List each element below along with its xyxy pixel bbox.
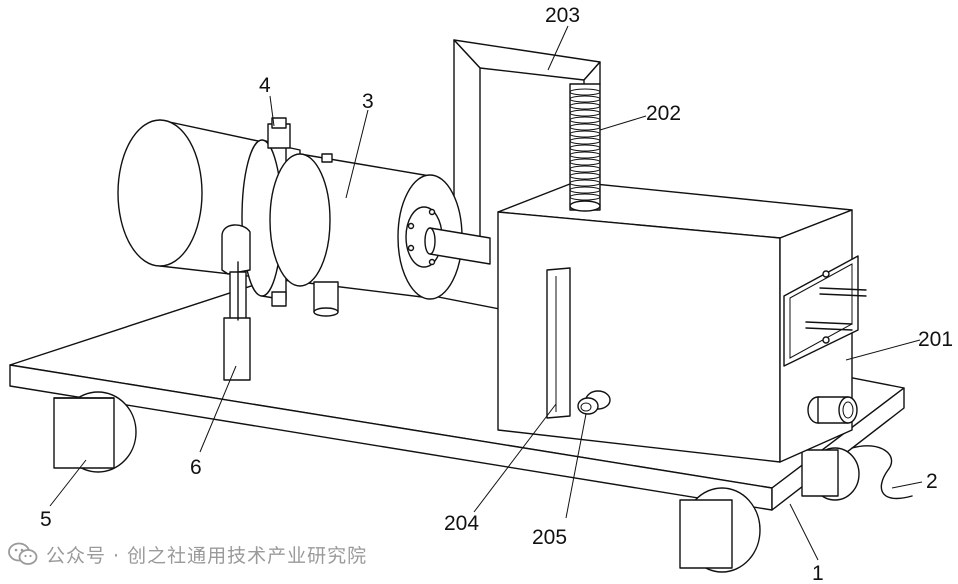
- bellows-rib: [569, 151, 601, 159]
- label-5: 5: [40, 508, 52, 531]
- label-1: 1: [812, 562, 824, 584]
- bellows-rib: [569, 116, 601, 124]
- label-203: 203: [545, 4, 580, 27]
- wechat-icon: [8, 542, 38, 565]
- watermark-text: 公众号 · 创之社通用技术产业研究院: [46, 544, 368, 567]
- motor-assembly: [117, 117, 491, 317]
- bellows-rib: [569, 186, 601, 194]
- leader-lines: [49, 25, 923, 561]
- bellows: [569, 83, 601, 212]
- bellows-rib: [569, 179, 601, 187]
- bellows-rib: [569, 158, 601, 166]
- wheel-back-right: [801, 447, 860, 501]
- bellows-rib: [569, 88, 601, 96]
- watermark: 公众号 · 创之社通用技术产业研究院: [8, 536, 367, 572]
- power-cable: [851, 445, 913, 500]
- label-4: 4: [259, 74, 271, 97]
- bellows-rib: [569, 172, 601, 180]
- bellows-rib: [569, 193, 601, 201]
- callout-labels: 4 3 203 202 201 2 1 5 6 204 205: [40, 4, 953, 584]
- drain-nozzle: [577, 390, 611, 415]
- bellows-rib: [569, 137, 601, 145]
- level-window: [546, 267, 571, 419]
- bellows-rib: [569, 165, 601, 173]
- bellows-rib: [569, 95, 601, 103]
- bellows-rib: [569, 130, 601, 138]
- wheel-front-right: [679, 487, 761, 573]
- label-205: 205: [532, 526, 567, 549]
- label-201: 201: [918, 328, 953, 351]
- bellows-rib: [569, 123, 601, 131]
- label-6: 6: [190, 456, 202, 479]
- label-202: 202: [646, 102, 681, 125]
- support-rod: [221, 224, 251, 381]
- bellows-rib: [569, 109, 601, 117]
- label-2: 2: [926, 470, 938, 493]
- wheel-front-left: [53, 391, 137, 473]
- bellows-rib: [569, 144, 601, 152]
- bellows-rib: [569, 102, 601, 110]
- label-3: 3: [362, 90, 374, 113]
- label-204: 204: [444, 512, 479, 535]
